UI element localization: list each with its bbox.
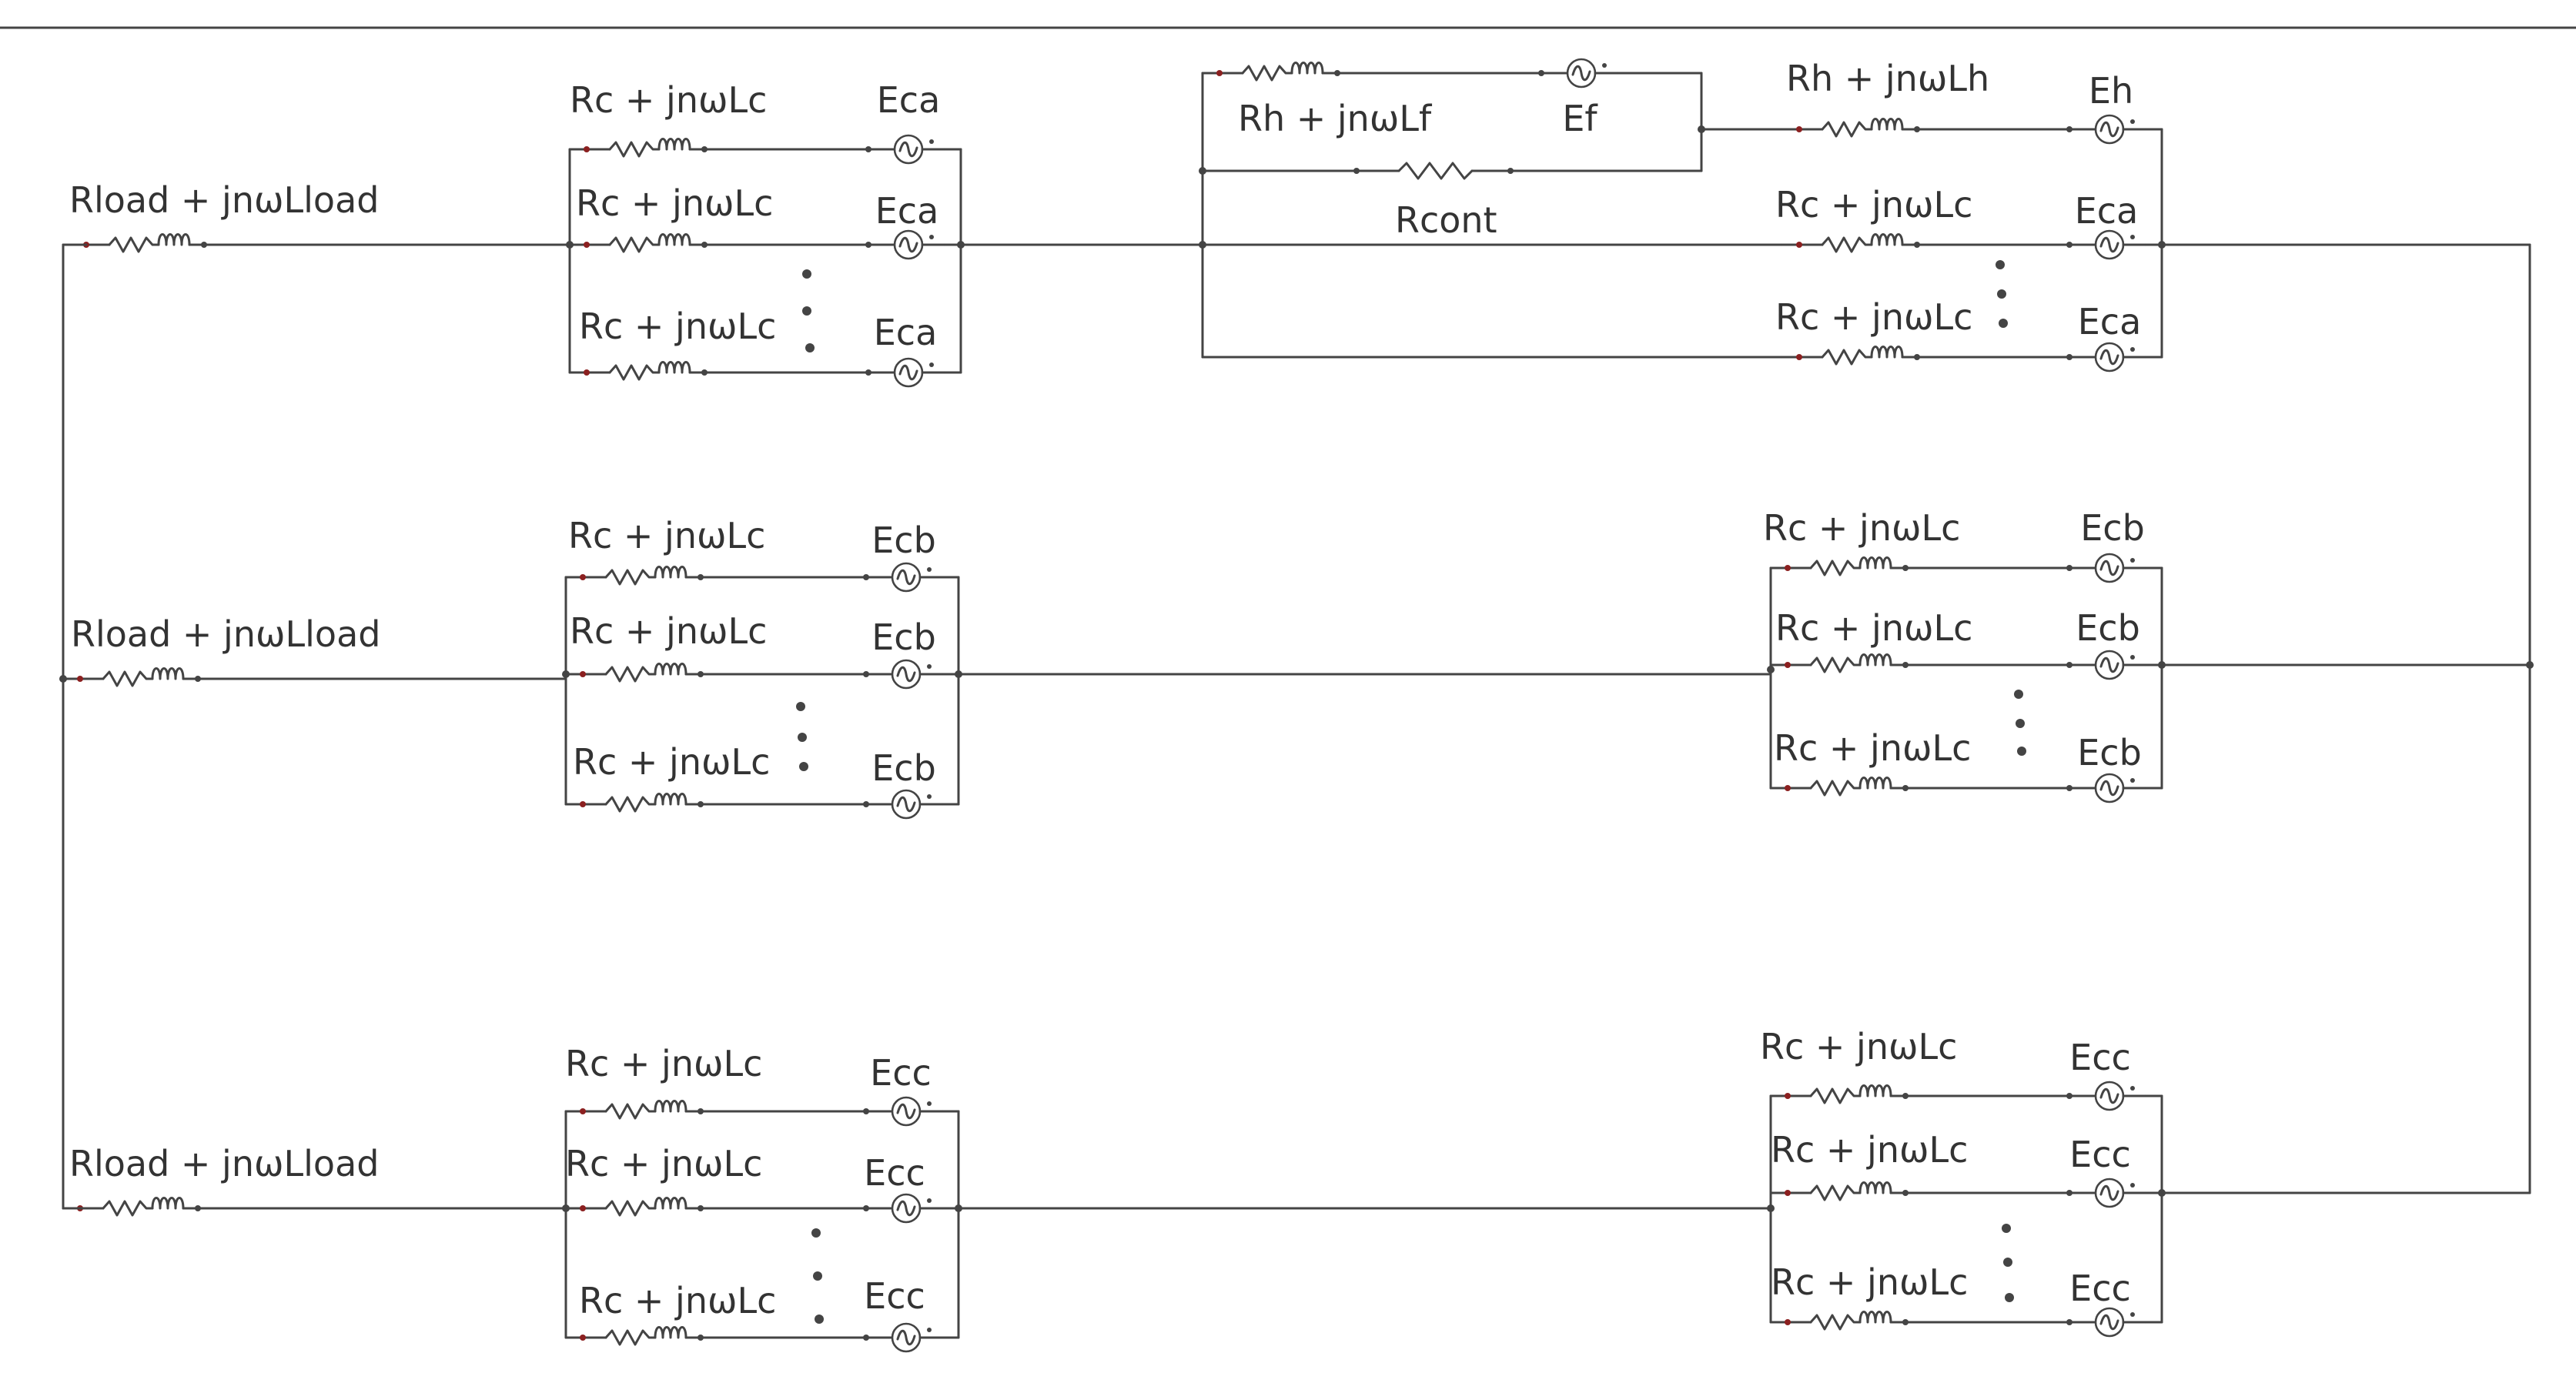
source-label: Ecc <box>870 1052 932 1094</box>
coil-label: Rc + jnωLc <box>1763 507 1960 549</box>
source-label: Ecb <box>2077 732 2142 773</box>
coil-label: Rc + jnωLc <box>1775 296 1972 338</box>
source-label: Eca <box>877 79 941 121</box>
coil-label: Rc + jnωLc <box>570 79 767 121</box>
source-label: Ecb <box>871 616 936 658</box>
ellipsis-vertical-icon <box>796 260 2026 1324</box>
row-a <box>68 58 2531 388</box>
source-label: Eca <box>2075 190 2139 232</box>
source-label: Ecc <box>864 1275 925 1317</box>
coil-label: Rc + jnωLc <box>579 306 776 347</box>
source-label: Ecb <box>2080 507 2145 549</box>
coil-label: Rc + jnωLc <box>1775 607 1972 649</box>
load-b-label: Rload + jnωLload <box>71 613 380 655</box>
source-label: Eca <box>2078 301 2142 342</box>
coil-label: Rc + jnωLc <box>565 1043 762 1084</box>
row-b <box>59 553 2534 820</box>
source-label: Ecc <box>2069 1037 2131 1078</box>
row-c <box>62 1081 2531 1353</box>
ef-label: Ef <box>1562 98 1598 139</box>
load-c-label: Rload + jnωLload <box>69 1143 379 1184</box>
coil-label: Rc + jnωLc <box>1775 184 1972 225</box>
coil-label: Rc + jnωLc <box>570 610 767 652</box>
source-label: Ecb <box>871 747 936 789</box>
coil-label: Rc + jnωLc <box>565 1143 762 1184</box>
coil-label: Rc + jnωLc <box>1771 1129 1968 1171</box>
coil-label: Rc + jnωLc <box>573 741 770 783</box>
coil-label: Rc + jnωLc <box>1760 1026 1957 1067</box>
source-label: Ecc <box>2069 1134 2131 1175</box>
load-a-rl <box>68 233 209 253</box>
coil-label: Rc + jnωLc <box>568 515 765 556</box>
source-label: Ecb <box>871 519 936 561</box>
rh-lf-label: Rh + jnωLf <box>1238 98 1433 139</box>
source-label: Eca <box>875 190 939 232</box>
eh-label: Eh <box>2089 70 2133 112</box>
source-label: Eca <box>874 312 938 353</box>
rcont-label: Rcont <box>1395 199 1497 241</box>
coil-label: Rc + jnωLc <box>1774 727 1971 769</box>
rh-lh-label: Rh + jnωLh <box>1786 58 1989 99</box>
source-label: Ecc <box>2069 1268 2131 1309</box>
coil-label: Rc + jnωLc <box>576 182 773 224</box>
coil-label: Rc + jnωLc <box>579 1280 776 1321</box>
load-a-label: Rload + jnωLload <box>69 179 379 221</box>
coil-label: Rc + jnωLc <box>1771 1261 1968 1303</box>
source-label: Ecb <box>2076 607 2140 649</box>
source-label: Ecc <box>864 1152 925 1194</box>
